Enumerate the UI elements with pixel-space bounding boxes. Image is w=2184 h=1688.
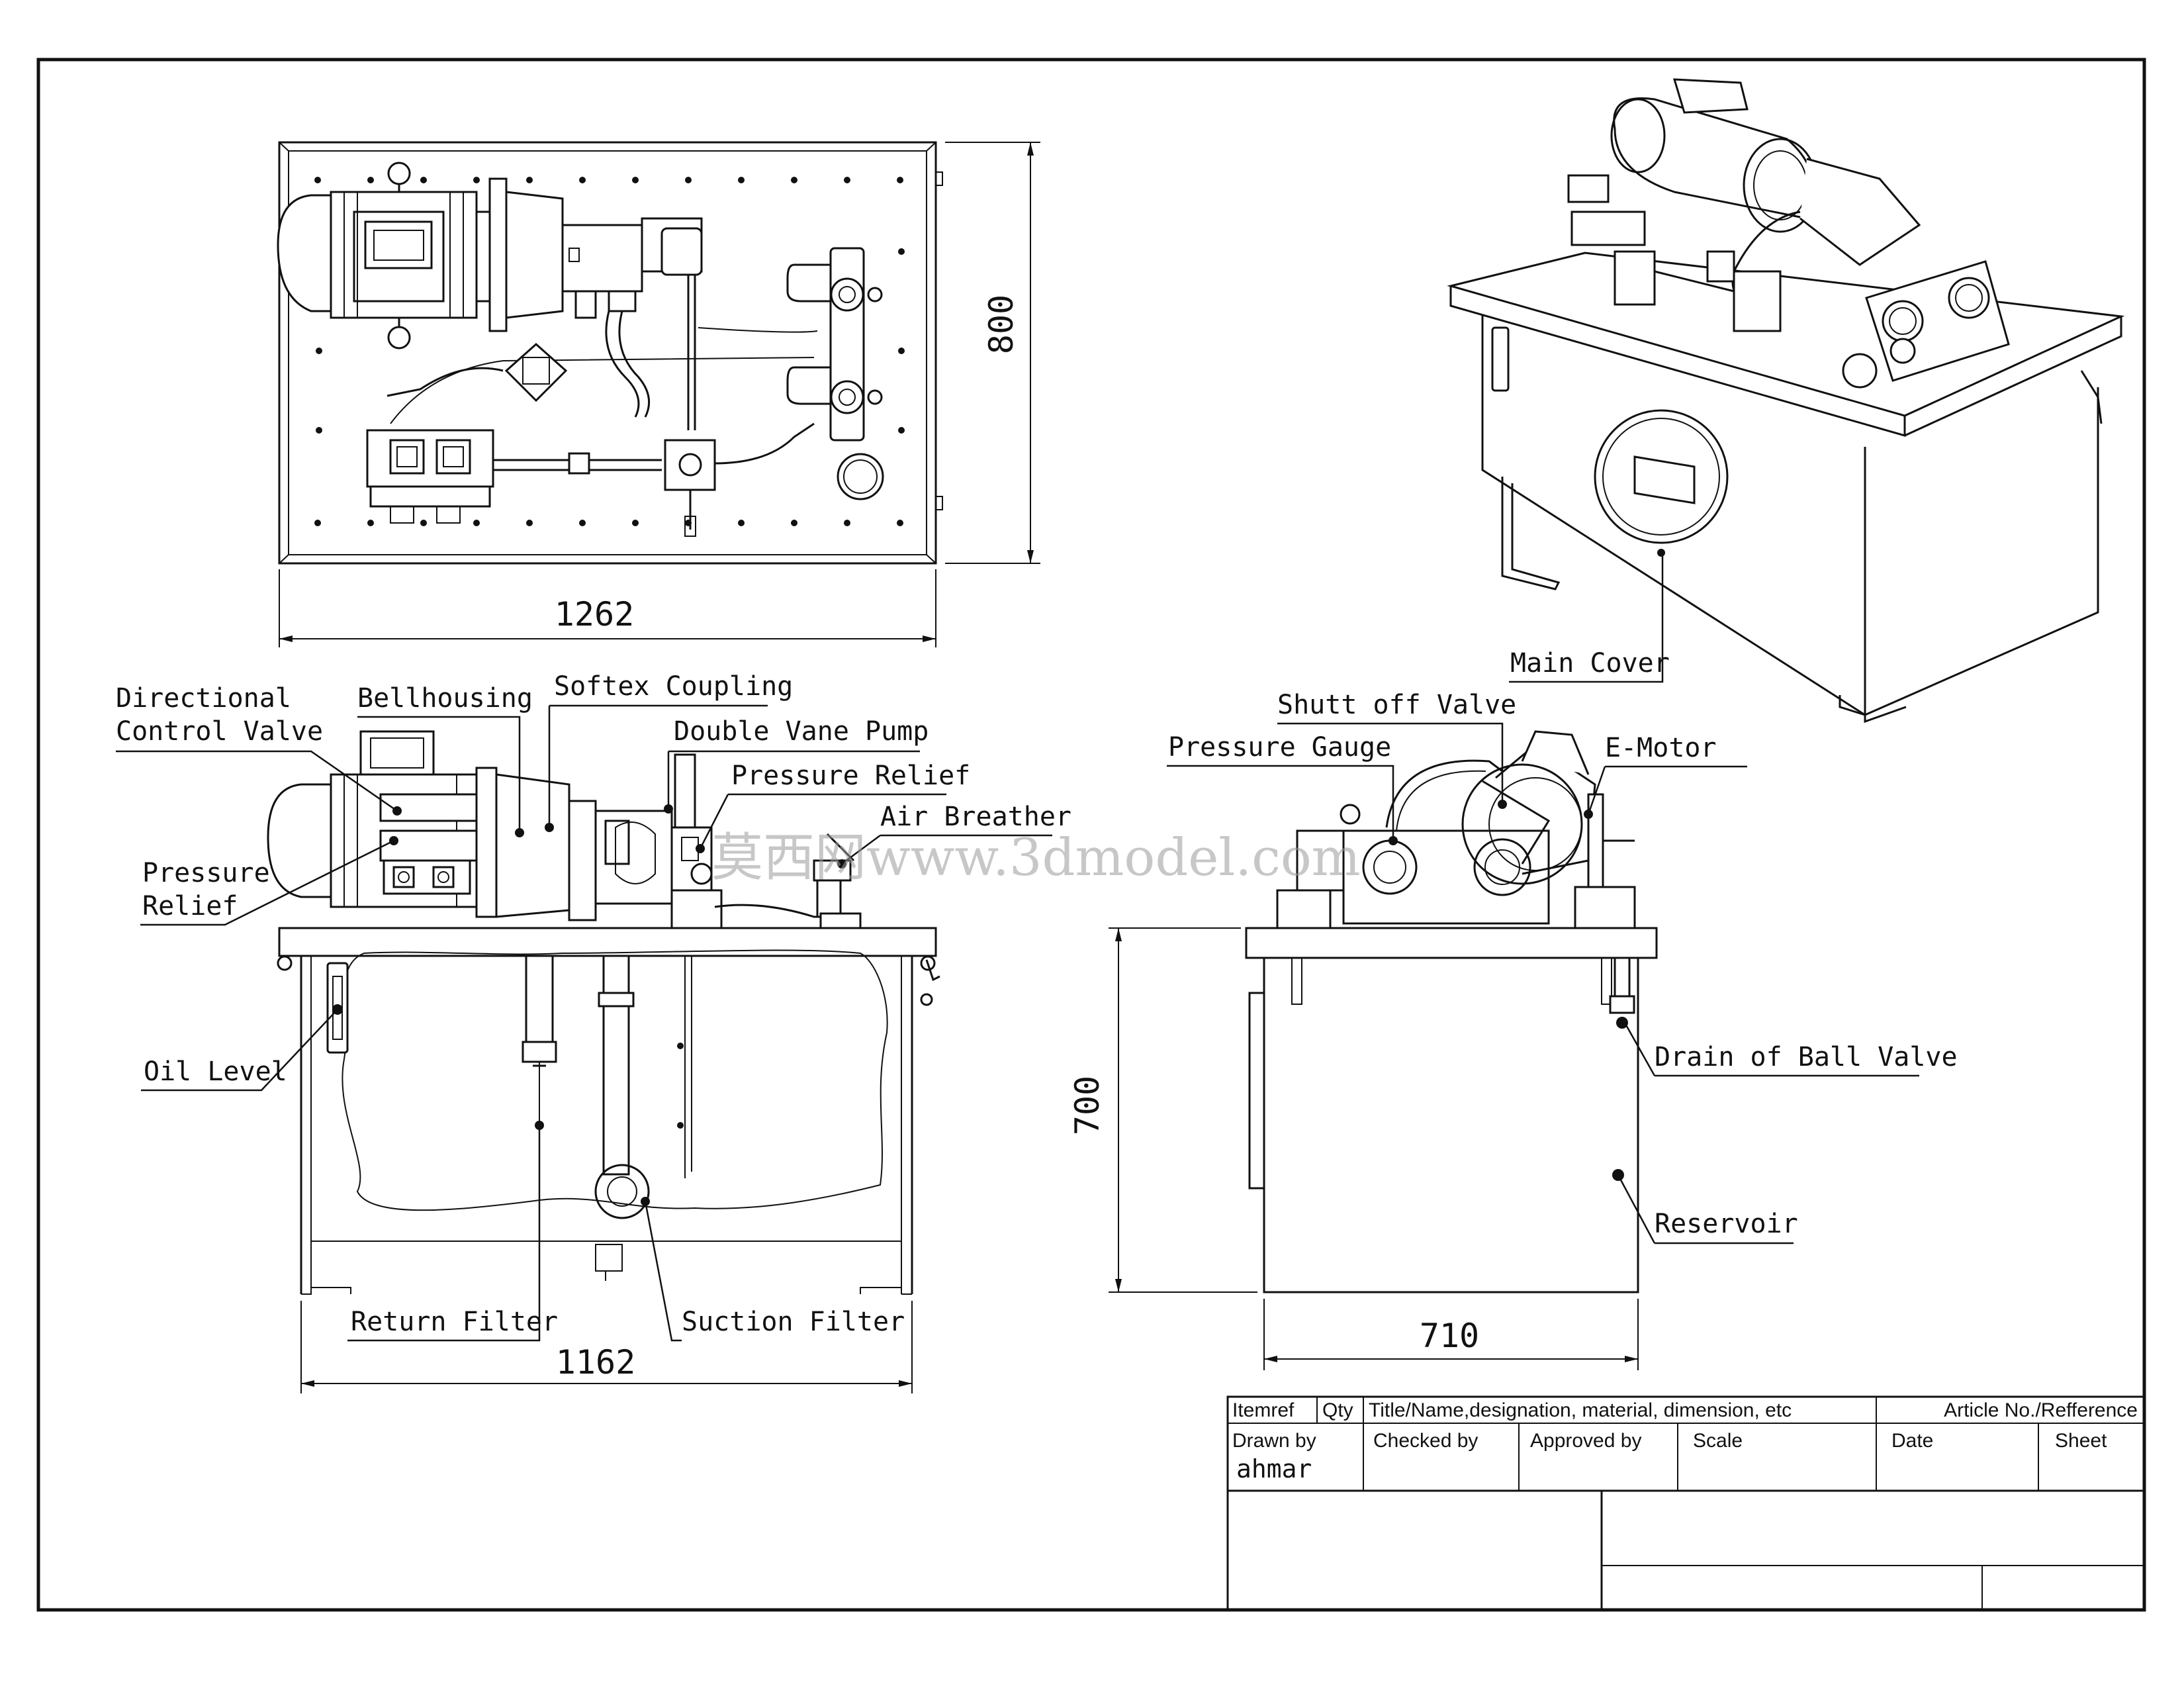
dimension-top-width: 1262 (555, 595, 634, 633)
top-view: 1262 800 (277, 141, 1040, 647)
bolt-hole (314, 177, 321, 183)
bolt-hole (738, 177, 745, 183)
side-components (1276, 730, 1636, 929)
isometric-valves (1567, 174, 1782, 332)
tb-drawn-by: Drawn by (1232, 1430, 1316, 1452)
label-e-motor: E-Motor (1605, 733, 1717, 763)
tb-approved-by: Approved by (1530, 1430, 1641, 1452)
bolt-hole (367, 177, 374, 183)
front-directional-valve (379, 793, 478, 895)
label-reservoir: Reservoir (1655, 1209, 1798, 1239)
tb-scale: Scale (1693, 1430, 1743, 1452)
drawing-frame (36, 58, 2146, 1612)
top-motor (277, 162, 564, 350)
label-pressure-relief-front-2: Relief (142, 891, 238, 921)
leader-lines (116, 553, 1919, 1342)
tb-itemref: Itemref (1232, 1399, 1295, 1421)
bolt-hole (791, 177, 797, 183)
bolt-hole (738, 520, 745, 526)
dimension-top-height: 800 (982, 295, 1021, 354)
front-pump (568, 753, 723, 929)
bolt-hole (685, 177, 692, 183)
bolt-hole (579, 177, 586, 183)
bolt-hole (420, 177, 427, 183)
bolt-hole (314, 520, 321, 526)
label-drain-of-ball-valve: Drain of Ball Valve (1655, 1042, 1958, 1072)
top-pump (561, 217, 703, 430)
label-bellhousing: Bellhousing (357, 683, 533, 714)
isometric-gauge-panel (1842, 260, 2010, 389)
label-pressure-gauge: Pressure Gauge (1168, 732, 1391, 763)
tb-qty: Qty (1322, 1399, 1353, 1421)
bolt-hole (473, 177, 480, 183)
dimension-front-width: 1162 (556, 1343, 635, 1382)
isometric-view (1447, 78, 2125, 724)
bolt-hole (844, 520, 850, 526)
bolt-hole (526, 520, 533, 526)
isometric-motor (1610, 78, 1921, 312)
bolt-hole (632, 520, 639, 526)
top-manifold (786, 247, 884, 500)
title-block: Itemref Qty Title/Name,designation, mate… (1226, 1395, 2146, 1611)
tb-article-no: Article No./Refference (1944, 1399, 2138, 1421)
label-shutt-off-valve: Shutt off Valve (1277, 690, 1516, 720)
bolt-hole (579, 520, 586, 526)
bolt-hole (420, 520, 427, 526)
label-pressure-relief-front: Pressure (142, 858, 270, 888)
bolt-hole (898, 427, 905, 434)
label-softex-coupling: Softex Coupling (554, 671, 793, 702)
tb-sheet: Sheet (2055, 1430, 2107, 1452)
bolt-hole (632, 177, 639, 183)
bolt-hole (844, 177, 850, 183)
label-directional-control-valve-2: Control Valve (116, 716, 323, 747)
front-view: 1162 (267, 730, 940, 1393)
label-main-cover: Main Cover (1510, 648, 1670, 679)
dimension-side-height: 700 (1068, 1076, 1107, 1135)
side-view: 700 710 (1068, 730, 1658, 1370)
bolt-hole (898, 248, 905, 255)
tb-title-name: Title/Name,designation, material, dimens… (1369, 1399, 1792, 1421)
label-suction-filter: Suction Filter (682, 1307, 905, 1337)
watermark: 莫西网www.3dmodel.com (711, 828, 1361, 888)
bolt-hole (316, 427, 322, 434)
label-air-breather: Air Breather (880, 802, 1071, 832)
bolt-hole (898, 348, 905, 354)
bolt-hole (473, 520, 480, 526)
bolt-hole (897, 177, 903, 183)
bolt-hole (791, 520, 797, 526)
bolt-hole (367, 520, 374, 526)
tb-drawn-by-value: ahmar (1236, 1454, 1312, 1483)
top-filter (504, 342, 568, 402)
dimension-side-width: 710 (1420, 1317, 1479, 1355)
bolt-hole (526, 177, 533, 183)
tb-date: Date (1891, 1430, 1933, 1452)
top-directional-valve (366, 429, 662, 524)
label-pressure-relief-side: Pressure Relief (731, 761, 970, 791)
bolt-hole (316, 348, 322, 354)
tb-checked-by: Checked by (1373, 1430, 1478, 1452)
label-oil-level: Oil Level (144, 1056, 287, 1087)
callout-labels: Directional Control Valve Bellhousing So… (116, 648, 1958, 1337)
label-return-filter: Return Filter (351, 1307, 558, 1337)
top-pressure-relief (664, 422, 815, 537)
label-directional-control-valve: Directional (116, 683, 291, 714)
bolt-hole (897, 520, 903, 526)
label-double-vane-pump: Double Vane Pump (674, 716, 929, 747)
